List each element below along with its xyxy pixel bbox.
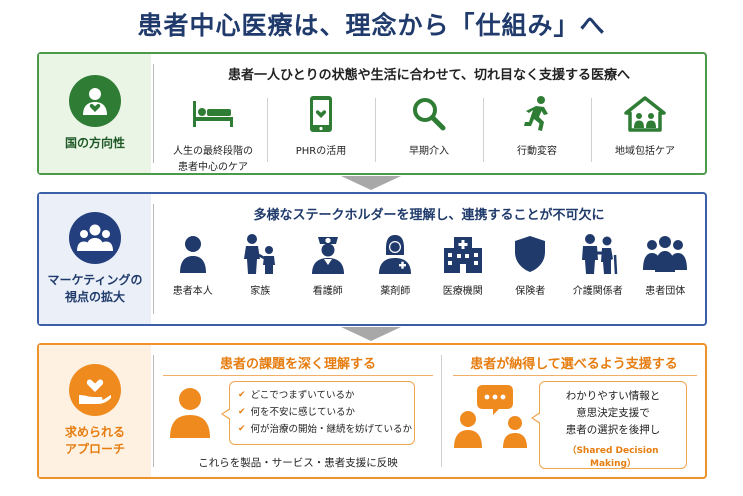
- check-icon: ✔: [238, 390, 246, 400]
- reflect-text: これらを製品・サービス・患者支援に反映: [198, 457, 398, 469]
- stakeholder-label: 患者本人: [172, 286, 213, 297]
- smartphone-heart-icon: [308, 92, 334, 136]
- marketing-perspective-label: 視点の拡大: [64, 290, 125, 304]
- stakeholder-item: 家族: [227, 232, 295, 300]
- conversation-icon: [453, 383, 533, 449]
- magnifier-icon: [411, 92, 447, 136]
- stakeholder-label: 看護師: [312, 286, 343, 297]
- national-direction-panel: 国の方向性 患者一人ひとりの状態や生活に合わせて、切れ目なく支援する医療へ 人生…: [37, 52, 707, 175]
- national-direction-heading: 患者一人ひとりの状態や生活に合わせて、切れ目なく支援する医療へ: [228, 68, 630, 83]
- divider: [153, 355, 154, 467]
- stakeholder-item: 介護関係者: [564, 232, 632, 300]
- heading-underline: [163, 375, 433, 376]
- down-arrow-icon: [341, 327, 401, 341]
- bed-icon: [191, 92, 235, 136]
- group-icon: [642, 232, 688, 276]
- direction-item-label: 患者中心のケア: [178, 162, 248, 173]
- pharmacist-icon: [376, 232, 414, 276]
- issue-item: ✔ 何が治療の開始・継続を妨げているか: [238, 421, 412, 438]
- direction-item: 人生の最終段階の 患者中心のケア: [159, 92, 267, 176]
- marketing-perspective-label: マーケティングの: [47, 272, 143, 287]
- stakeholder-label: 介護関係者: [572, 286, 623, 297]
- support-line: 患者の選択を後押し: [565, 424, 661, 436]
- stakeholder-item: 薬剤師: [362, 232, 430, 300]
- stakeholder-label: 医療機関: [442, 286, 483, 297]
- decision-support-bubble: わかりやすい情報と 意思決定支援で 患者の選択を後押し （Shared Deci…: [531, 381, 687, 469]
- shield-icon: [513, 232, 547, 276]
- people-group-icon: [69, 211, 121, 264]
- caregiver-icon: [576, 232, 620, 276]
- direction-item: 地域包括ケア: [591, 92, 699, 176]
- divider: [153, 204, 154, 314]
- required-approach-label: 求められる: [64, 424, 125, 439]
- direction-item-label: 地域包括ケア: [615, 146, 675, 157]
- support-line: 意思決定支援で: [576, 407, 650, 419]
- direction-item: 行動変容: [483, 92, 591, 176]
- national-direction-label: 国の方向性: [64, 135, 125, 150]
- down-arrow-icon: [341, 176, 401, 190]
- person-icon: [167, 385, 213, 439]
- stakeholder-item: 保険者: [497, 232, 565, 300]
- stakeholder-label: 患者団体: [645, 286, 686, 297]
- check-icon: ✔: [238, 407, 246, 417]
- hospital-icon: [442, 232, 484, 276]
- stakeholder-label: 家族: [250, 286, 271, 297]
- direction-item: 早期介入: [375, 92, 483, 176]
- marketing-perspective-side: マーケティングの 視点の拡大: [39, 194, 151, 324]
- stakeholder-item: 看護師: [294, 232, 362, 300]
- issue-text: 何を不安に感じているか: [250, 407, 356, 418]
- direction-item-label: 早期介入: [409, 146, 449, 157]
- running-person-icon: [520, 92, 554, 136]
- marketing-perspective-panel: マーケティングの 視点の拡大 多様なステークホルダーを理解し、連携することが不可…: [37, 192, 707, 326]
- support-heading: 患者が納得して選べるよう支援する: [470, 357, 678, 372]
- direction-item-label: PHRの活用: [295, 146, 347, 157]
- issue-item: ✔ 何を不安に感じているか: [238, 404, 406, 421]
- direction-item-label: 行動変容: [517, 146, 557, 157]
- house-people-icon: [623, 92, 667, 136]
- stakeholder-item: 医療機関: [429, 232, 497, 300]
- stakeholder-item: 患者本人: [159, 232, 227, 300]
- required-approach-panel: 求められる アプローチ 患者の課題を深く理解する ✔ どこでつまずいているか ✔…: [37, 343, 707, 479]
- issues-speech-bubble: ✔ どこでつまずいているか ✔ 何を不安に感じているか ✔ 何が治療の開始・継続…: [221, 381, 415, 445]
- support-line: わかりやすい情報と: [565, 390, 661, 402]
- stakeholder-label: 薬剤師: [380, 286, 411, 297]
- stakeholder-items: 患者本人 家族: [159, 232, 699, 300]
- stakeholder-label: 保険者: [515, 286, 546, 297]
- direction-item: PHRの活用: [267, 92, 375, 176]
- divider: [441, 355, 442, 467]
- stakeholder-item: 患者団体: [632, 232, 700, 300]
- issue-item: ✔ どこでつまずいているか: [238, 387, 406, 404]
- issue-text: どこでつまずいているか: [250, 390, 355, 401]
- patient-icon: [177, 232, 209, 276]
- required-approach-side: 求められる アプローチ: [39, 345, 151, 477]
- page-title: 患者中心医療は、理念から「仕組み」へ: [137, 11, 606, 40]
- understand-heading: 患者の課題を深く理解する: [219, 357, 376, 372]
- family-icon: [240, 232, 280, 276]
- check-icon: ✔: [238, 424, 246, 434]
- stakeholder-heading: 多様なステークホルダーを理解し、連携することが不可欠に: [253, 208, 605, 223]
- nurse-icon: [309, 232, 347, 276]
- heading-underline: [453, 375, 697, 376]
- shared-decision-making-label: （Shared Decision Making）: [567, 446, 659, 469]
- required-approach-label: アプローチ: [64, 442, 125, 456]
- national-direction-items: 人生の最終段階の 患者中心のケア PHRの活用: [159, 92, 699, 176]
- person-heart-icon: [69, 74, 121, 127]
- direction-item-label: 人生の最終段階の: [173, 146, 253, 157]
- national-direction-side: 国の方向性: [39, 54, 151, 173]
- hand-heart-icon: [69, 363, 121, 416]
- issue-text: 何が治療の開始・継続を妨げているか: [250, 424, 413, 435]
- divider: [153, 64, 154, 163]
